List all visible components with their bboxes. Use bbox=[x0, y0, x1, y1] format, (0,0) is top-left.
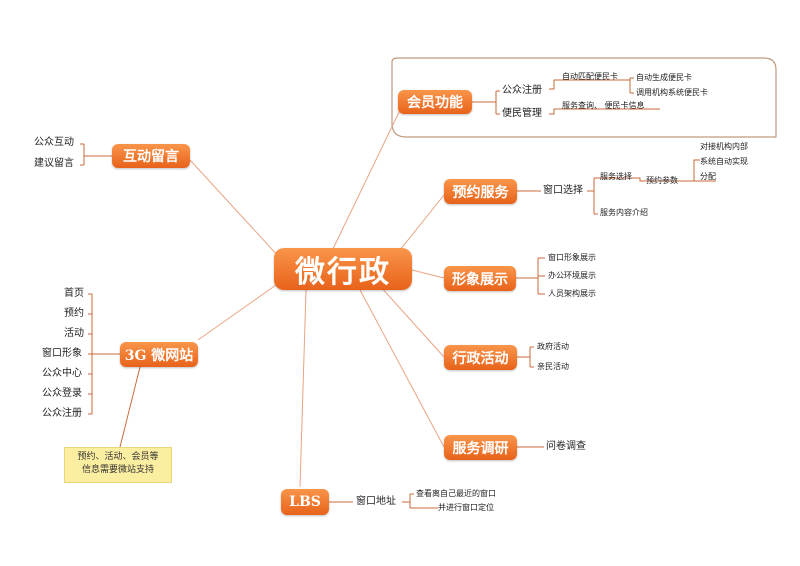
site-activity: 活动 bbox=[64, 328, 84, 339]
site-note-line2: 信息需要微站支持 bbox=[81, 465, 154, 475]
site-window-image: 窗口形象 bbox=[42, 348, 82, 359]
branch-admin[interactable]: 行政活动 bbox=[444, 345, 517, 370]
center-node[interactable]: 微行政 bbox=[274, 248, 412, 290]
site-note-line1: 预约、活动、会员等 bbox=[77, 452, 159, 462]
member-section-frame bbox=[391, 57, 777, 138]
booking-auto-assign-line2: 系统自动实现 bbox=[700, 157, 748, 166]
site-home: 首页 bbox=[64, 288, 84, 299]
booking-service-select: 服务选择 bbox=[600, 172, 632, 181]
image-window: 窗口形象展示 bbox=[548, 253, 596, 262]
lbs-nearest-line1: 查看离自己最近的窗口 bbox=[416, 489, 496, 498]
branch-lbs[interactable]: LBS bbox=[281, 489, 329, 515]
branch-connectors bbox=[80, 77, 716, 509]
admin-people: 亲民活动 bbox=[537, 362, 569, 371]
branch-image[interactable]: 形象展示 bbox=[444, 266, 516, 291]
member-auto-match-card: 自动匹配便民卡 bbox=[562, 72, 618, 81]
message-public-interact: 公众互动 bbox=[34, 137, 74, 148]
member-service-query: 服务查询、 便民卡信息 bbox=[562, 101, 645, 110]
member-auto-generate-card: 自动生成便民卡 bbox=[636, 73, 692, 82]
site-public-register: 公众注册 bbox=[42, 408, 82, 419]
branch-member[interactable]: 会员功能 bbox=[398, 90, 472, 114]
member-system-card: 调用机构系统便民卡 bbox=[636, 88, 708, 97]
member-convenience-manage: 便民管理 bbox=[502, 108, 542, 119]
site-public-login: 公众登录 bbox=[42, 388, 82, 399]
branch-booking[interactable]: 预约服务 bbox=[444, 179, 517, 204]
branch-message[interactable]: 互动留言 bbox=[112, 144, 190, 168]
site-public-center: 公众中心 bbox=[42, 368, 82, 379]
branch-survey[interactable]: 服务调研 bbox=[444, 435, 517, 460]
message-suggestion: 建议留言 bbox=[34, 158, 74, 169]
booking-auto-assign-line3: 分配 bbox=[700, 172, 716, 181]
admin-government: 政府活动 bbox=[537, 342, 569, 351]
booking-params: 预约参数 bbox=[646, 176, 678, 185]
image-office: 办公环境展示 bbox=[548, 271, 596, 280]
lbs-nearest-line2: 并进行窗口定位 bbox=[438, 503, 494, 512]
lbs-window-address: 窗口地址 bbox=[356, 496, 396, 507]
member-public-register: 公众注册 bbox=[502, 85, 542, 96]
survey-questionnaire: 问卷调查 bbox=[546, 441, 586, 452]
branch-site[interactable]: 3G 微网站 bbox=[120, 342, 198, 367]
booking-window-select: 窗口选择 bbox=[543, 185, 583, 196]
site-note: 预约、活动、会员等 信息需要微站支持 bbox=[64, 447, 172, 483]
radial-connectors bbox=[189, 105, 445, 488]
booking-service-intro: 服务内容介绍 bbox=[600, 208, 648, 217]
booking-auto-assign-line1: 对接机构内部 bbox=[700, 142, 748, 151]
site-booking: 预约 bbox=[64, 308, 84, 319]
image-staff: 人员架构展示 bbox=[548, 289, 596, 298]
